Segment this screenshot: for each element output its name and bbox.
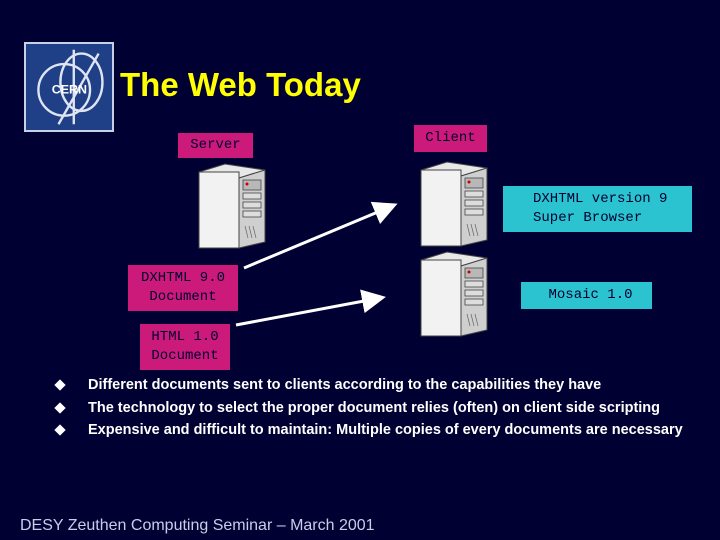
- list-item: Different documents sent to clients acco…: [52, 376, 692, 396]
- logo-text: CERN: [52, 83, 87, 97]
- server-label: Server: [178, 133, 253, 158]
- diamond-bullet-icon: [54, 424, 66, 436]
- dxhtml-version-label: DXHTML version 9 Super Browser: [503, 186, 692, 232]
- list-item: The technology to select the proper docu…: [52, 399, 692, 419]
- server-computer-icon: [198, 163, 266, 249]
- bullet-text: Expensive and difficult to maintain: Mul…: [88, 422, 683, 438]
- list-item: Expensive and difficult to maintain: Mul…: [52, 421, 692, 441]
- client-computer-icon: [420, 161, 488, 247]
- bullet-list: Different documents sent to clients acco…: [52, 376, 692, 444]
- dxhtml-document-label: DXHTML 9.0 Document: [128, 265, 238, 311]
- bullet-text: The technology to select the proper docu…: [88, 399, 661, 416]
- slide-footer: DESY Zeuthen Computing Seminar – March 2…: [20, 517, 375, 534]
- cern-logo: CERN: [24, 42, 114, 132]
- client-label: Client: [414, 125, 487, 152]
- slide-title: The Web Today: [120, 66, 361, 103]
- diamond-bullet-icon: [54, 379, 66, 391]
- bullet-text: Different documents sent to clients acco…: [88, 377, 602, 393]
- mosaic-label: Mosaic 1.0: [521, 282, 652, 309]
- client-computer-icon: [420, 251, 488, 337]
- diamond-bullet-icon: [54, 401, 66, 414]
- html-document-label: HTML 1.0 Document: [140, 324, 230, 370]
- html-arrow: [235, 289, 386, 327]
